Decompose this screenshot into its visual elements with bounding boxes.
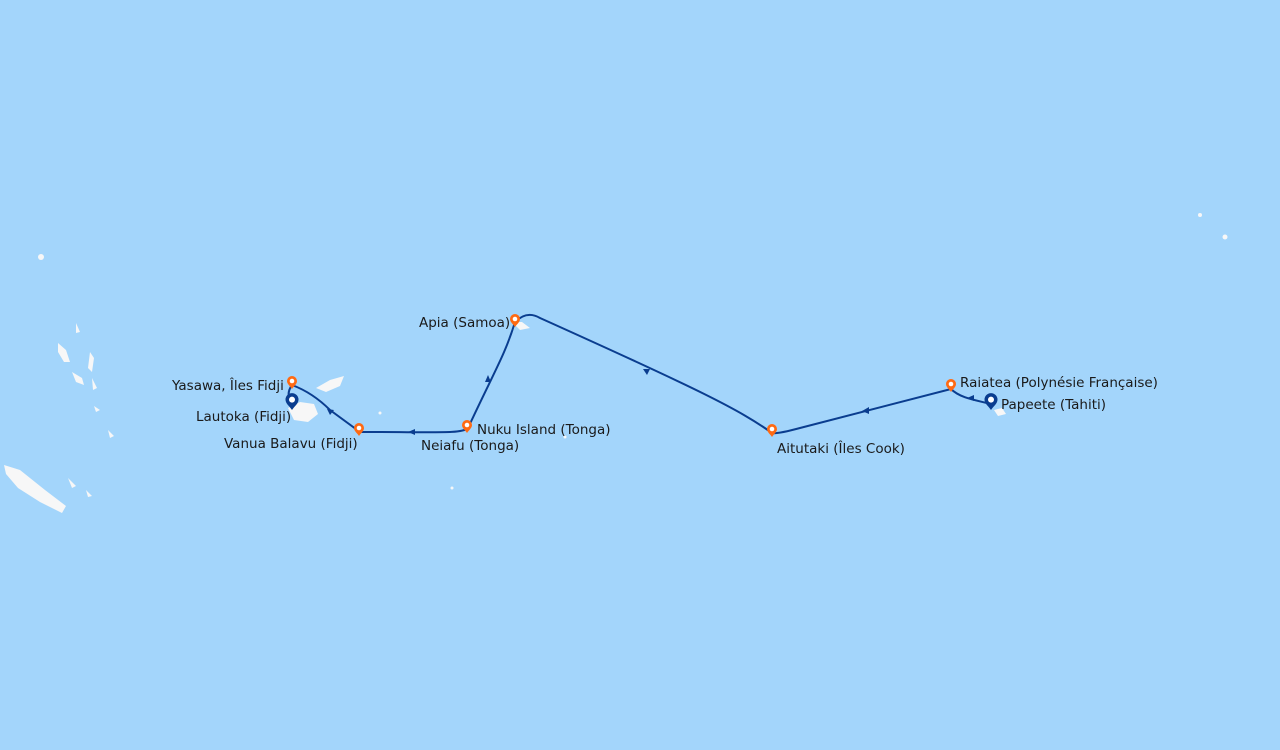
direction-arrow-icon (485, 375, 491, 382)
cruise-route (287, 313, 992, 435)
port-label-neiafu[interactable]: Neiafu (Tonga) (421, 438, 520, 454)
island-new-caledonia (4, 465, 66, 513)
route-arrows (327, 369, 974, 435)
direction-arrow-icon (643, 369, 650, 375)
port-label-yasawa[interactable]: Yasawa, Îles Fidji (172, 378, 284, 394)
direction-arrow-icon (408, 429, 415, 435)
ship-pin-icon[interactable] (984, 393, 998, 410)
map-pin-icon[interactable] (462, 420, 472, 433)
port-label-nuku[interactable]: Nuku Island (Tonga) (477, 422, 611, 438)
map-pin-icon[interactable] (767, 424, 777, 437)
island-viti-levu (288, 402, 318, 422)
port-label-apia[interactable]: Apia (Samoa) (419, 315, 511, 331)
island-tahiti (994, 408, 1006, 416)
ship-pin-icon[interactable] (285, 393, 299, 410)
map-pin-icon[interactable] (946, 379, 956, 392)
port-label-vanua-balavu[interactable]: Vanua Balavu (Fidji) (224, 436, 358, 452)
direction-arrow-icon (967, 395, 974, 401)
port-label-raiatea[interactable]: Raiatea (Polynésie Française) (960, 375, 1158, 391)
island-vanuatu (58, 323, 114, 497)
port-label-papeete[interactable]: Papeete (Tahiti) (1001, 397, 1107, 413)
islands (4, 213, 1228, 513)
direction-arrow-icon (862, 407, 869, 414)
island-vanua-levu (316, 376, 344, 392)
map-pin-icon[interactable] (287, 376, 297, 389)
map-pin-icon[interactable] (510, 314, 520, 327)
port-label-aitutaki[interactable]: Aitutaki (Îles Cook) (777, 441, 905, 457)
direction-arrow-icon (327, 409, 334, 415)
port-label-lautoka[interactable]: Lautoka (Fidji) (196, 409, 292, 425)
map-pin-icon[interactable] (354, 423, 364, 436)
